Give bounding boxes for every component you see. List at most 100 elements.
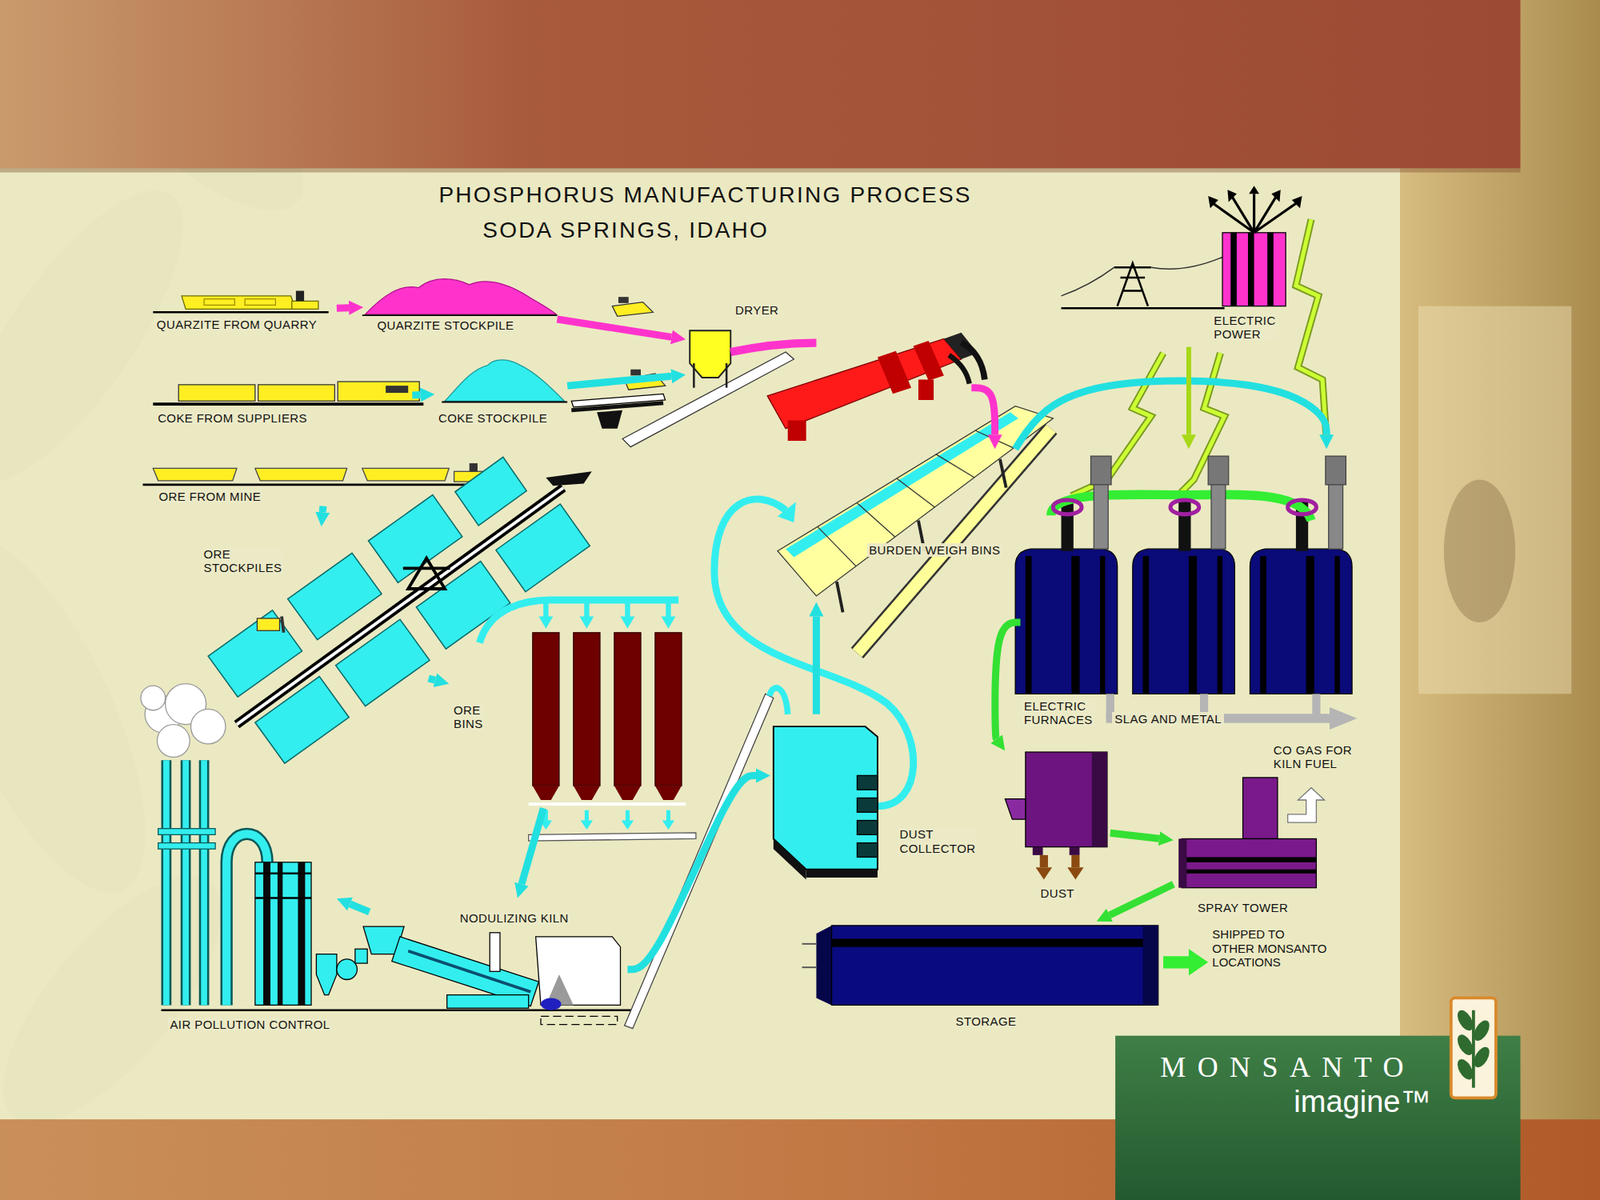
pollution-control-unit: [263, 862, 271, 1006]
process-unit: QUARZITE FROM QUARRY: [151, 288, 337, 336]
company-logo: [1115, 997, 1520, 1200]
process-unit: BURDEN WEIGH BINS: [785, 448, 1016, 602]
furnace-unit: [1188, 556, 1197, 694]
precipitator-unit: [1032, 847, 1044, 856]
unit-label: QUARZITE FROM QUARRY: [155, 317, 319, 332]
process-unit: ORE BINS: [448, 624, 691, 809]
ore-train: [152, 468, 237, 480]
flow-arrow: [971, 388, 995, 436]
flow-arrow: [428, 678, 436, 680]
ore-train: [143, 463, 592, 486]
conveyor-belt: [596, 410, 623, 429]
quarry-truck: [204, 299, 235, 306]
power-supply: [1071, 352, 1164, 496]
loader-icon: [612, 302, 653, 317]
furnace-unit: [1015, 548, 1118, 694]
power-supply: [1071, 352, 1164, 496]
ore-silo: [573, 785, 600, 800]
process-unit: ORE FROM MINE: [148, 461, 501, 507]
flow-arrow: [319, 506, 328, 513]
dryer-unit: [788, 420, 807, 442]
unit-label: ORE BINS: [452, 703, 485, 732]
caption-text: SODA SPRINGS, IDAHO: [482, 217, 769, 244]
ore-stockpile: [403, 567, 451, 571]
power-supply: [1227, 189, 1236, 202]
kiln-unit: [769, 688, 788, 715]
process-unit: COKE FROM SUPPLIERS: [152, 371, 412, 428]
ore-train: [143, 484, 496, 487]
power-supply: [1061, 256, 1224, 296]
pollution-control-unit: [156, 724, 190, 758]
storage-tank: [832, 925, 1159, 1005]
furnace-unit: [1334, 556, 1340, 694]
dryer-unit: [913, 340, 944, 381]
ore-stockpile: [455, 456, 527, 525]
slide-background: [1418, 306, 1572, 695]
pollution-control-unit: [316, 954, 337, 996]
spray-tower-unit: [1181, 838, 1316, 888]
dryer-unit: [730, 343, 816, 352]
ore-silo: [579, 616, 594, 628]
power-supply: [1230, 232, 1237, 307]
coke-train: [258, 384, 336, 401]
company-logo: [1115, 1036, 1520, 1200]
ore-silo: [655, 785, 682, 800]
process-unit: COKE STOCKPILE: [434, 355, 568, 429]
ore-silo: [532, 785, 560, 800]
dryer-unit: [877, 351, 912, 395]
pollution-control-unit: [166, 760, 204, 1005]
dust-collector-unit: [773, 726, 878, 870]
coke-train: [152, 381, 424, 404]
spray-tower-unit: [1243, 777, 1278, 840]
unit-label: DRYER: [733, 303, 780, 317]
power-supply: [1222, 232, 1286, 307]
dryer-unit: [725, 363, 728, 388]
furnace-unit: [1015, 456, 1357, 730]
unit-label: BURDEN WEIGH BINS: [867, 543, 1002, 557]
furnace-unit: [1306, 556, 1315, 694]
quarry-truck: [292, 300, 319, 309]
flow-arrow: [556, 319, 672, 337]
flow-arrow: [1015, 380, 1327, 449]
kiln-unit: [489, 932, 500, 972]
kiln-unit: [540, 997, 562, 1010]
conveyor-belt: [571, 403, 664, 411]
precipitator-unit: [1071, 855, 1080, 868]
weigh-bin-row: [817, 526, 856, 567]
dust-collector-unit: [773, 838, 807, 880]
stockpile-shape: [444, 360, 564, 401]
caption-text: imagine™: [1293, 1084, 1431, 1120]
process-unit: NODULIZING KILN: [369, 897, 628, 1031]
company-logo: [1470, 1044, 1492, 1070]
loader-icon: [618, 296, 629, 304]
ore-train: [545, 471, 592, 486]
pollution-control-unit: [336, 959, 358, 980]
power-supply: [1248, 185, 1260, 194]
company-logo: [1454, 1032, 1476, 1058]
ore-train: [255, 468, 348, 480]
power-supply: [1271, 189, 1280, 202]
quarry-truck: [244, 299, 276, 306]
quarry-truck: [296, 291, 304, 302]
weigh-bin-row: [836, 581, 844, 612]
weigh-bin-row: [856, 503, 895, 537]
caption-text: SHIPPED TO OTHER MONSANTO LOCATIONS: [1212, 927, 1329, 969]
dryer-unit: [689, 330, 985, 441]
ore-silo: [655, 632, 682, 786]
furnace-unit: [1178, 500, 1191, 552]
stockpile-shape: [362, 314, 558, 316]
ore-stockpile: [336, 619, 430, 706]
precipitator-unit: [1004, 799, 1026, 820]
storage-tank: [1143, 925, 1159, 1005]
furnace-unit: [1260, 556, 1267, 694]
flow-arrow: [627, 775, 756, 969]
precipitator-unit: [1036, 867, 1052, 880]
ore-silo: [614, 632, 641, 786]
spray-tower-unit: [1181, 856, 1316, 862]
precipitator-unit: [1040, 855, 1048, 868]
furnace-unit: [1025, 556, 1032, 694]
ore-train: [362, 468, 449, 480]
furnace-unit: [1143, 556, 1150, 694]
